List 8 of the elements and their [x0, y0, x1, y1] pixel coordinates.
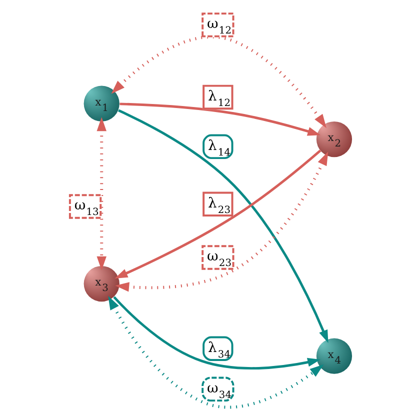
- edge-label: λ$_{14}$: [208, 138, 230, 158]
- edge-label: ω$_{13}$: [74, 198, 98, 218]
- edge-label: λ$_{34}$: [208, 340, 230, 360]
- edge-label: ω$_{34}$: [206, 380, 231, 401]
- edge-label: λ$_{12}$: [208, 88, 230, 109]
- edge-label: ω$_{23}$: [206, 248, 231, 270]
- edge-label: λ$_{23}$: [208, 195, 230, 216]
- edge-label: ω$_{12}$: [206, 16, 231, 37]
